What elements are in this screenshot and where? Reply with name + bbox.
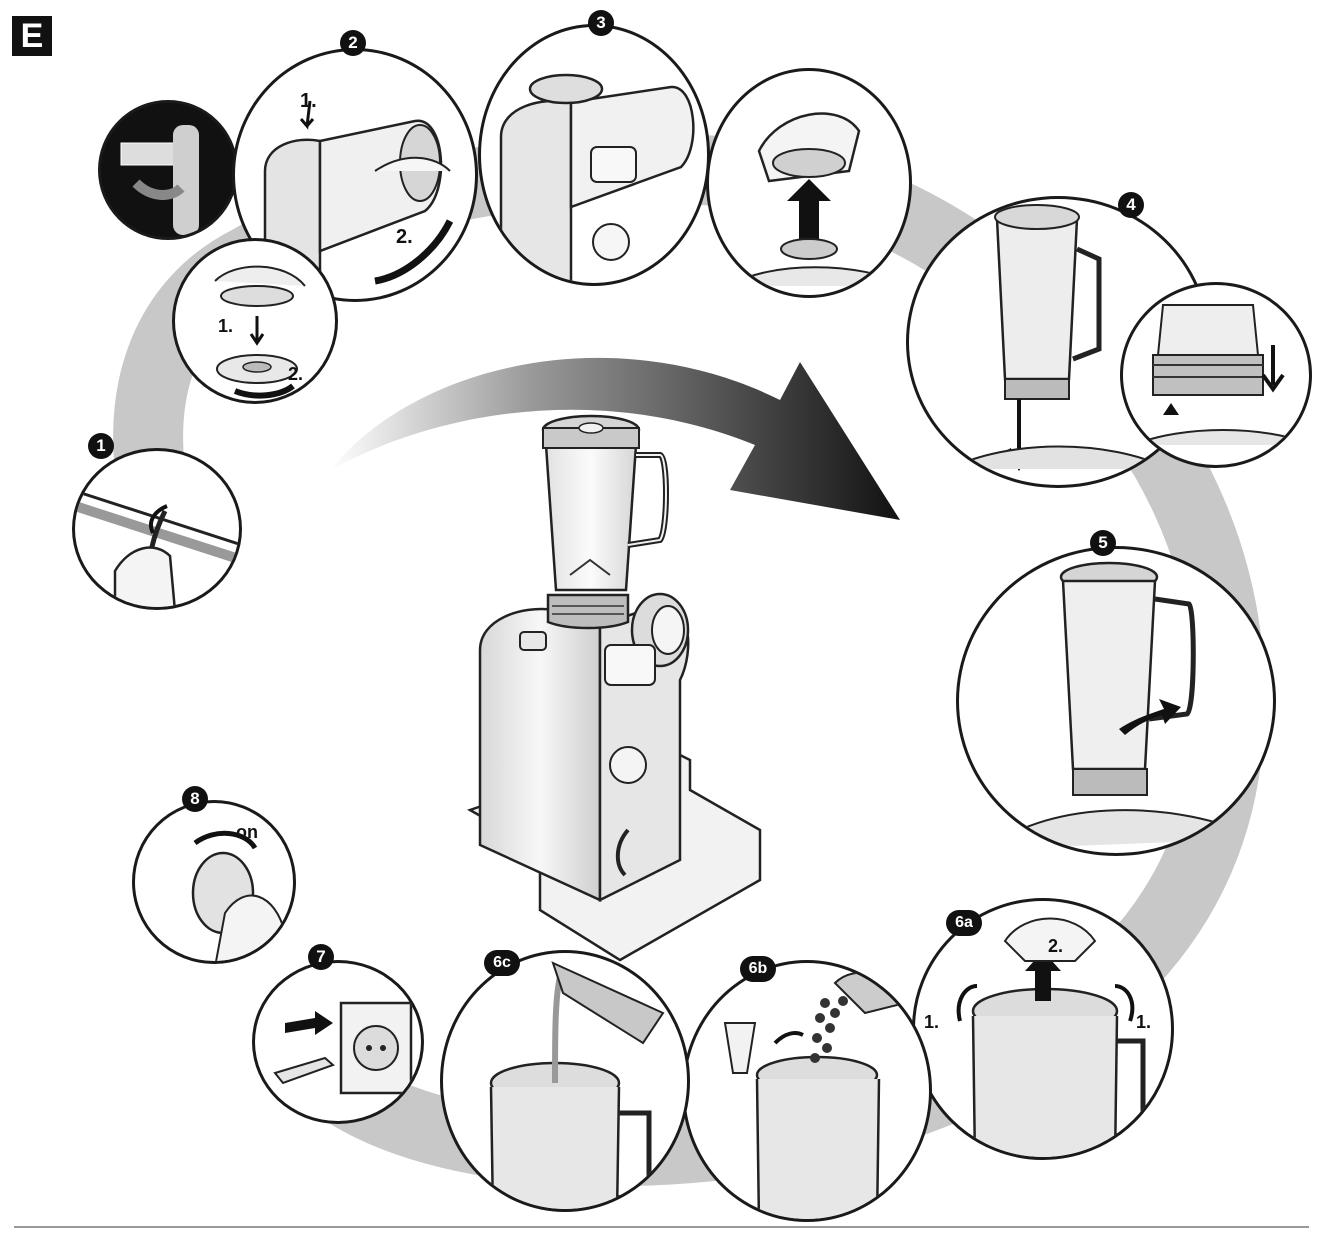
step-4-detail-illustration [1132,304,1309,446]
step-7-badge: 7 [308,944,334,970]
section-label: E [12,16,52,56]
step-6b-illustration [723,971,907,1219]
step-4-badge: 4 [1118,192,1144,218]
step-6a-callout-1-right: 1. [1136,1012,1152,1032]
step-6c-badge: 6c [484,950,520,976]
step-1-badge: 1 [88,433,114,459]
step-2-detail-bubble [98,100,238,240]
step-3-detail-illustration [728,112,909,287]
step-6a-callout-1-left: 1. [924,1012,940,1032]
step-3-bubble [478,24,710,286]
step-6b-badge: 6b [740,956,776,982]
step-1-bubble [72,448,242,610]
step-2-sub-callout-2: 2. [288,364,304,384]
step-2-sub-illustration [214,265,306,399]
step-6a-bubble [912,898,1174,1160]
step-6c-bubble [440,950,690,1212]
step-6a-callout-2: 2. [1048,936,1064,956]
step-3-illustration [499,73,695,283]
step-8-badge: 8 [182,786,208,812]
step-2-bubble [232,48,478,302]
step-2-callout-2: 2. [396,226,413,248]
step-4-detail-bubble [1120,282,1312,468]
wrench-detail-illustration [120,125,199,235]
step-5-badge: 5 [1090,530,1116,556]
step-2-sub-bubble [172,238,338,404]
bottom-rule [14,1226,1309,1228]
sequence-arrow [330,357,900,520]
step-5-bubble [956,546,1276,856]
step-7-illustration [273,1001,413,1095]
step-6c-illustration [489,961,665,1209]
step-2-callout-1: 1. [300,90,317,112]
step-6b-bubble [682,960,932,1222]
step-3-detail-bubble [706,68,912,298]
step-3-badge: 3 [588,10,614,36]
step-8-bubble [132,800,296,964]
step-1-illustration [75,489,239,607]
step-4-illustration [948,204,1170,472]
step-8-on-label: on [236,822,258,842]
step-2-sub-callout-1: 1. [218,316,234,336]
step-8-illustration [191,830,287,961]
step-7-bubble [252,960,424,1124]
step-2-badge: 2 [340,30,366,56]
blender-appliance [466,414,762,962]
step-6a-badge: 6a [946,910,982,936]
step-5-illustration [988,561,1260,850]
